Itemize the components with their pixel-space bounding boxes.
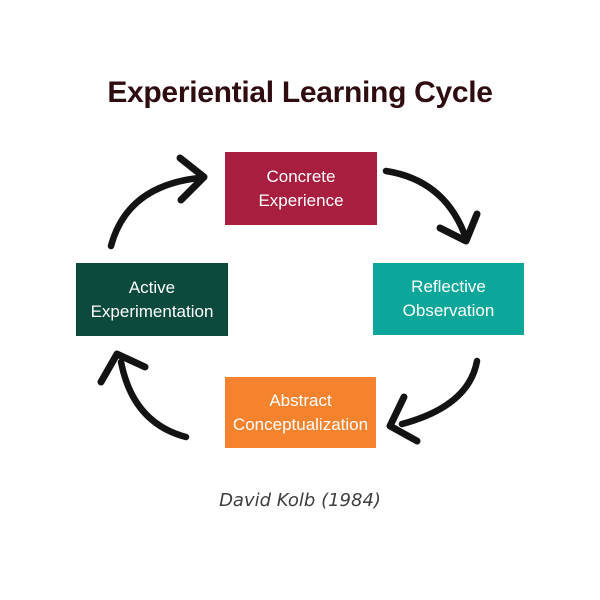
arrow-active-to-concrete-icon xyxy=(107,154,208,250)
arrow-reflective-to-abstract-icon xyxy=(386,357,481,445)
stage-box-reflective-observation: Reflective Observation xyxy=(373,263,524,335)
stage-box-active-experimentation: Active Experimentation xyxy=(76,263,228,336)
stage-label-abstract-conceptualization: Abstract Conceptualization xyxy=(232,390,369,434)
arrow-concrete-to-reflective-icon xyxy=(382,167,481,245)
arrow-abstract-to-active-icon xyxy=(97,350,190,441)
stage-box-abstract-conceptualization: Abstract Conceptualization xyxy=(225,377,376,448)
stage-label-concrete-experience: Concrete Experience xyxy=(258,166,344,210)
page-title: Experiential Learning Cycle xyxy=(107,76,493,109)
attribution-caption: David Kolb (1984) xyxy=(219,490,381,511)
stage-label-reflective-observation: Reflective Observation xyxy=(402,277,495,320)
stage-label-active-experimentation: Active Experimentation xyxy=(90,277,214,321)
stage-box-concrete-experience: Concrete Experience xyxy=(225,152,377,225)
